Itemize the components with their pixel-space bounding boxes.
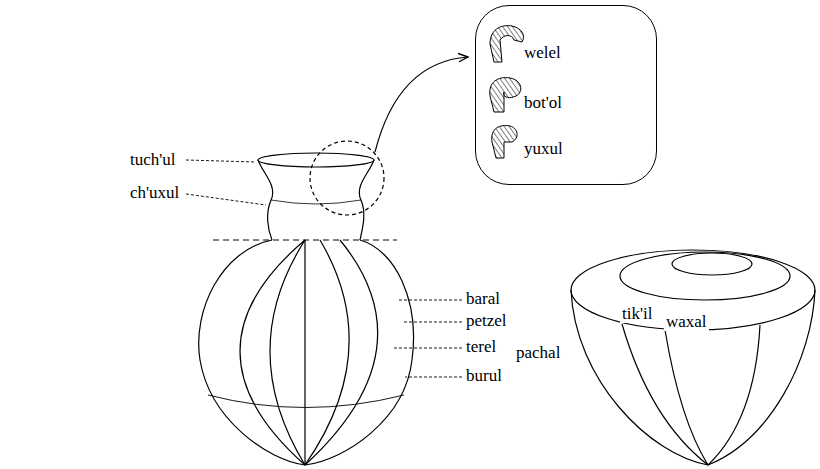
jar-meridian <box>304 240 305 465</box>
jar-meridian <box>240 240 305 465</box>
callout-arrow <box>375 57 468 152</box>
part-label: tuch'ul <box>128 151 178 169</box>
leader-line <box>392 348 462 349</box>
bowl-meridian <box>622 324 708 465</box>
profile-name: bot'ol <box>524 94 562 112</box>
leader-line <box>186 160 256 162</box>
bowl-body <box>571 290 815 465</box>
part-label: terel <box>464 338 498 356</box>
jar-neck <box>359 160 374 240</box>
part-label: ch'uxul <box>128 184 181 202</box>
leader-line <box>398 300 462 301</box>
bowl-inner <box>620 252 790 300</box>
part-label: tik'il <box>620 305 654 323</box>
profile-name: welel <box>524 44 561 62</box>
leader-line <box>186 194 266 205</box>
bowl-meridian <box>665 330 708 465</box>
jar-neck <box>258 160 273 240</box>
part-label: burul <box>464 367 504 385</box>
jar-meridian <box>305 240 378 465</box>
bowl-meridian <box>708 325 760 465</box>
lip-icon <box>490 26 524 62</box>
jar-meridian <box>270 240 305 465</box>
leader-line <box>405 377 462 378</box>
profile-name: yuxul <box>524 140 563 158</box>
jar-neck-line <box>271 200 361 204</box>
jar-meridian <box>305 240 349 465</box>
part-label: baral <box>464 290 502 308</box>
jar-body <box>199 240 414 465</box>
bowl-rim <box>571 250 815 330</box>
lip-icon <box>492 126 517 158</box>
jar-band <box>208 395 404 408</box>
leader-line <box>404 322 462 323</box>
lip-icon <box>490 78 521 112</box>
part-label: pachal <box>514 344 562 362</box>
bowl-inner <box>672 253 752 275</box>
detail-circle <box>310 141 384 215</box>
neck-boundary <box>213 239 397 240</box>
jar-rim <box>258 153 374 167</box>
part-label: petzel <box>464 312 509 330</box>
part-label: waxal <box>664 313 709 331</box>
profile-box: welel bot'ol yuxul <box>475 5 657 185</box>
